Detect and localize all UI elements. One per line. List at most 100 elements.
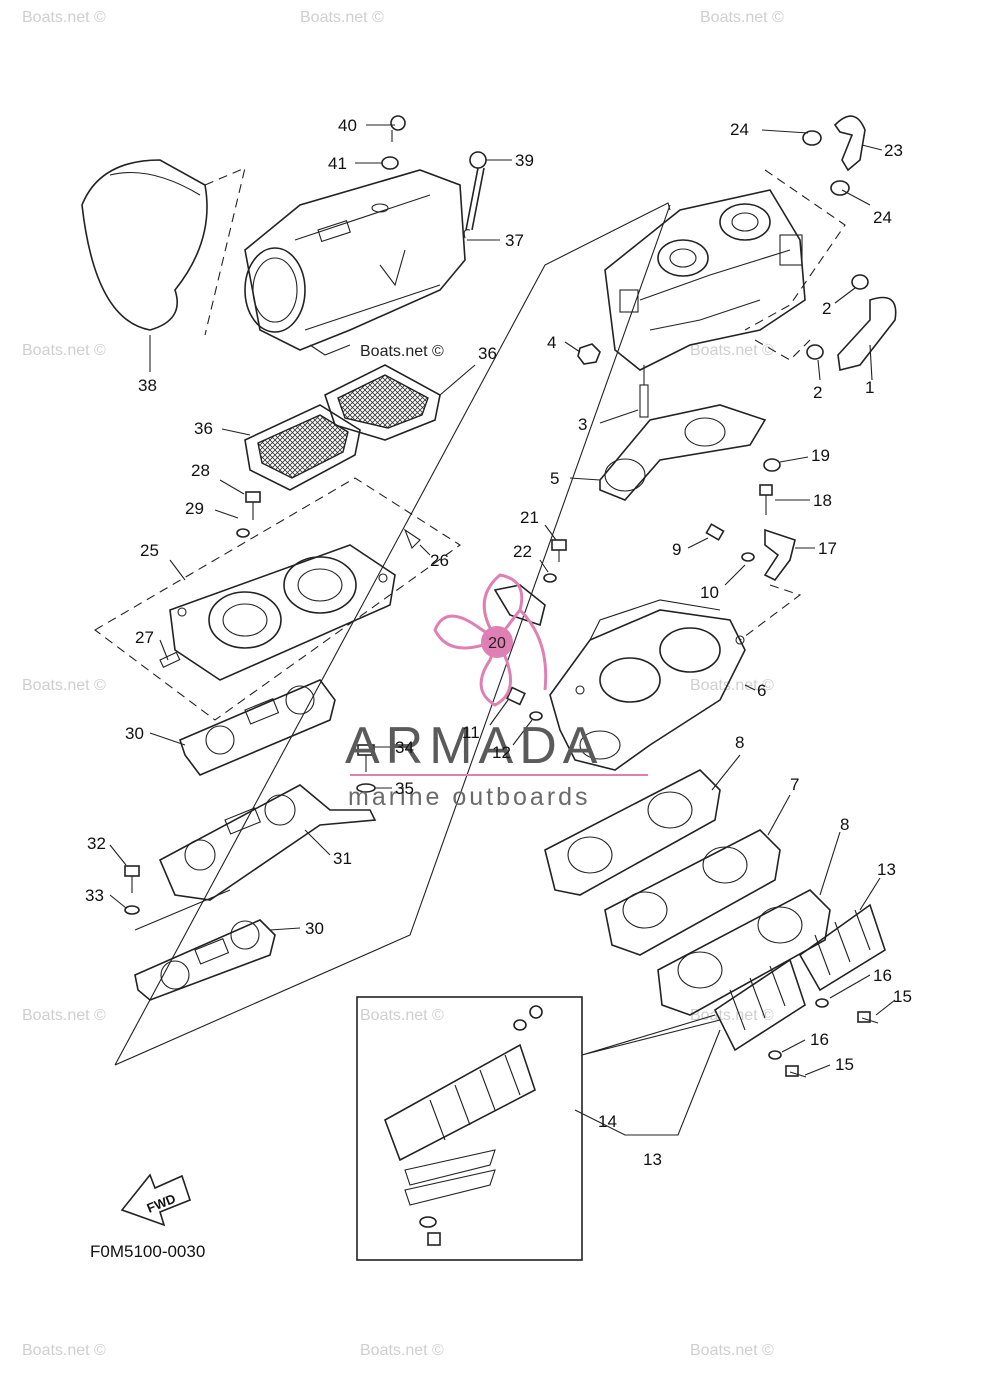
fuel-hose-23 bbox=[833, 115, 866, 172]
watermark-text: Boats.net © bbox=[690, 1007, 774, 1024]
part-label: 26 bbox=[430, 551, 449, 570]
reed-plate-7 bbox=[604, 829, 781, 956]
filter-36-lower bbox=[244, 404, 361, 491]
part-label: 8 bbox=[840, 815, 849, 834]
armada-logo: 20 ARMADA marine outboards bbox=[345, 573, 648, 811]
part-label: 17 bbox=[818, 539, 837, 558]
fwd-arrow-icon: FWD bbox=[120, 1173, 191, 1227]
gasket-30-upper bbox=[179, 679, 336, 776]
screws-9-10-11-12-18-19-21-22 bbox=[506, 458, 781, 721]
silencer-housing bbox=[244, 169, 466, 356]
reed-valve-13-upper bbox=[798, 903, 886, 992]
part-label: 5 bbox=[550, 469, 559, 488]
part-label: 36 bbox=[194, 419, 213, 438]
screws-15-16 bbox=[768, 998, 879, 1078]
gasket-8-front bbox=[544, 769, 721, 896]
part-label: 10 bbox=[700, 583, 719, 602]
gasket-30-lower bbox=[134, 919, 276, 1001]
part-label: 1 bbox=[865, 378, 874, 397]
part-label: 9 bbox=[672, 540, 681, 559]
part-label: 28 bbox=[191, 461, 210, 480]
bolt-32-washer-33 bbox=[124, 865, 140, 915]
screws-39-40-41 bbox=[381, 115, 487, 239]
part-label: 13 bbox=[643, 1150, 662, 1169]
watermark-text: Boats.net © bbox=[690, 1342, 774, 1359]
part-label: 22 bbox=[513, 542, 532, 561]
reed-valve-13-lower bbox=[713, 958, 806, 1052]
part-label: 33 bbox=[85, 886, 104, 905]
propeller-logo-icon: 20 bbox=[433, 573, 548, 707]
nut-4-stud-3 bbox=[577, 343, 649, 418]
part-label: 31 bbox=[333, 849, 352, 868]
bracket-20 bbox=[493, 584, 546, 627]
part-label: 13 bbox=[877, 860, 896, 879]
part-label: 23 bbox=[884, 141, 903, 160]
watermark-text: Boats.net © bbox=[690, 342, 774, 359]
watermarks: Boats.net © Boats.net © Boats.net © Boat… bbox=[22, 9, 784, 1359]
part-label: 27 bbox=[135, 628, 154, 647]
part-label: 41 bbox=[328, 154, 347, 173]
part-label: 40 bbox=[338, 116, 357, 135]
part-label: 7 bbox=[790, 775, 799, 794]
part-label: 37 bbox=[505, 231, 524, 250]
adaptor-plate-25 bbox=[94, 477, 461, 721]
part-label: 21 bbox=[520, 508, 539, 527]
part-label: 30 bbox=[125, 724, 144, 743]
part-label: 35 bbox=[395, 779, 414, 798]
watermark-text: Boats.net © bbox=[700, 9, 784, 26]
part-label: 16 bbox=[810, 1030, 829, 1049]
watermark-text: Boats.net © bbox=[22, 1007, 106, 1024]
part-label: 14 bbox=[598, 1112, 617, 1131]
part-label: 29 bbox=[185, 499, 204, 518]
carburetor-assembly bbox=[604, 169, 846, 371]
bracket-17 bbox=[739, 528, 802, 641]
part-label: 2 bbox=[822, 299, 831, 318]
plate-31 bbox=[158, 784, 377, 901]
part-label: 3 bbox=[578, 415, 587, 434]
watermark-text: Boats.net © bbox=[22, 342, 106, 359]
part-label: 32 bbox=[87, 834, 106, 853]
logo-badge-number: 20 bbox=[488, 635, 506, 652]
part-label: 15 bbox=[893, 987, 912, 1006]
part-label: 36 bbox=[478, 344, 497, 363]
part-labels: 1 2 2 3 4 5 6 7 8 8 9 10 11 12 13 13 14 … bbox=[85, 116, 912, 1169]
watermark-text: Boats.net © bbox=[360, 1007, 444, 1024]
part-label: 4 bbox=[547, 333, 556, 352]
part-label: 12 bbox=[492, 743, 511, 762]
watermark-text: Boats.net © bbox=[22, 1342, 106, 1359]
part-label: 2 bbox=[813, 383, 822, 402]
part-label: 25 bbox=[140, 541, 159, 560]
gasket-5 bbox=[599, 404, 767, 501]
part-label: 34 bbox=[395, 738, 414, 757]
clips-2-24 bbox=[802, 130, 869, 360]
part-label: 38 bbox=[138, 376, 157, 395]
intake-duct-38 bbox=[81, 159, 246, 336]
part-label: 11 bbox=[462, 723, 480, 742]
brand-name: ARMADA bbox=[345, 717, 603, 775]
part-label: 6 bbox=[757, 681, 766, 700]
fuel-hose-1 bbox=[837, 296, 897, 371]
watermark-text: Boats.net © bbox=[22, 9, 106, 26]
part-label: 19 bbox=[811, 446, 830, 465]
alignment-lines bbox=[114, 202, 671, 1066]
part-label: 18 bbox=[813, 491, 832, 510]
watermark-text: Boats.net © bbox=[690, 677, 774, 694]
part-label: 30 bbox=[305, 919, 324, 938]
part-label: 39 bbox=[515, 151, 534, 170]
watermark-text: Boats.net © bbox=[22, 677, 106, 694]
part-label: 16 bbox=[873, 966, 892, 985]
watermark-text: Boats.net © bbox=[300, 9, 384, 26]
brand-tagline: marine outboards bbox=[348, 783, 591, 811]
leader-lines bbox=[109, 124, 896, 1136]
watermark-text-dark: Boats.net © bbox=[360, 343, 444, 360]
watermark-text: Boats.net © bbox=[360, 1342, 444, 1359]
diagram-code: F0M5100-0030 bbox=[90, 1242, 205, 1261]
gasket-8-rear bbox=[657, 889, 831, 1016]
reed-valve-detail-14 bbox=[356, 996, 721, 1261]
part-label: 24 bbox=[873, 208, 892, 227]
part-label: 8 bbox=[735, 733, 744, 752]
intake-manifold-6 bbox=[549, 599, 746, 771]
bolt-28-washer-29 bbox=[236, 491, 261, 538]
